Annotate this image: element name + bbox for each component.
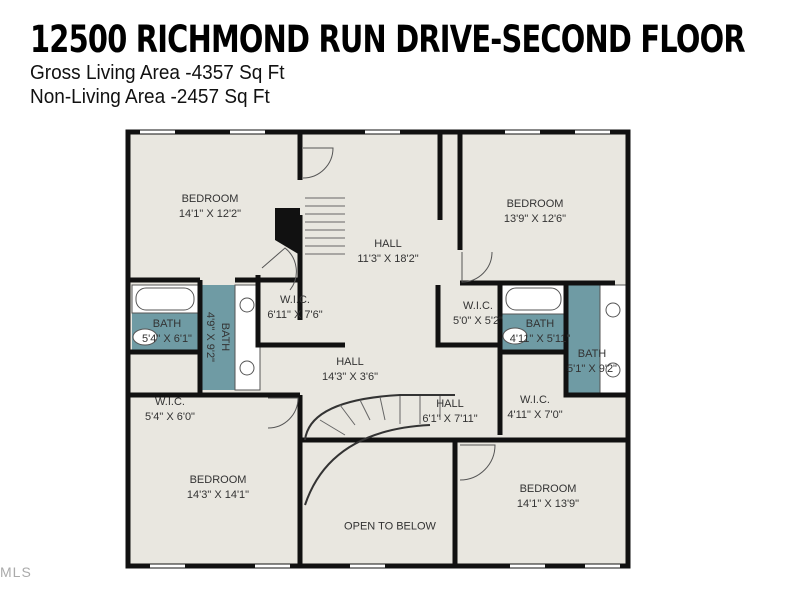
page-title: 12500 RICHMOND RUN DRIVE-SECOND FLOOR	[30, 18, 746, 61]
room-wic-east: W.I.C.4'11" X 7'0"	[507, 394, 563, 421]
room-wic-center-east: W.I.C.5'0" X 5'2"	[453, 300, 503, 327]
room-wic-center-west: W.I.C.6'11" X 7'6"	[267, 294, 323, 321]
open-to-below: OPEN TO BELOW	[344, 520, 436, 533]
mls-watermark: MLS	[0, 564, 32, 580]
stairs	[304, 197, 455, 506]
non-living-area: Non-Living Area -2457 Sq Ft	[30, 86, 270, 108]
fixtures	[131, 284, 627, 396]
gross-living-area: Gross Living Area -4357 Sq Ft	[30, 62, 285, 84]
doors	[261, 147, 496, 481]
chimney	[275, 208, 300, 255]
windows	[140, 130, 620, 568]
room-wic-west: W.I.C.5'4" X 6'0"	[145, 396, 195, 423]
